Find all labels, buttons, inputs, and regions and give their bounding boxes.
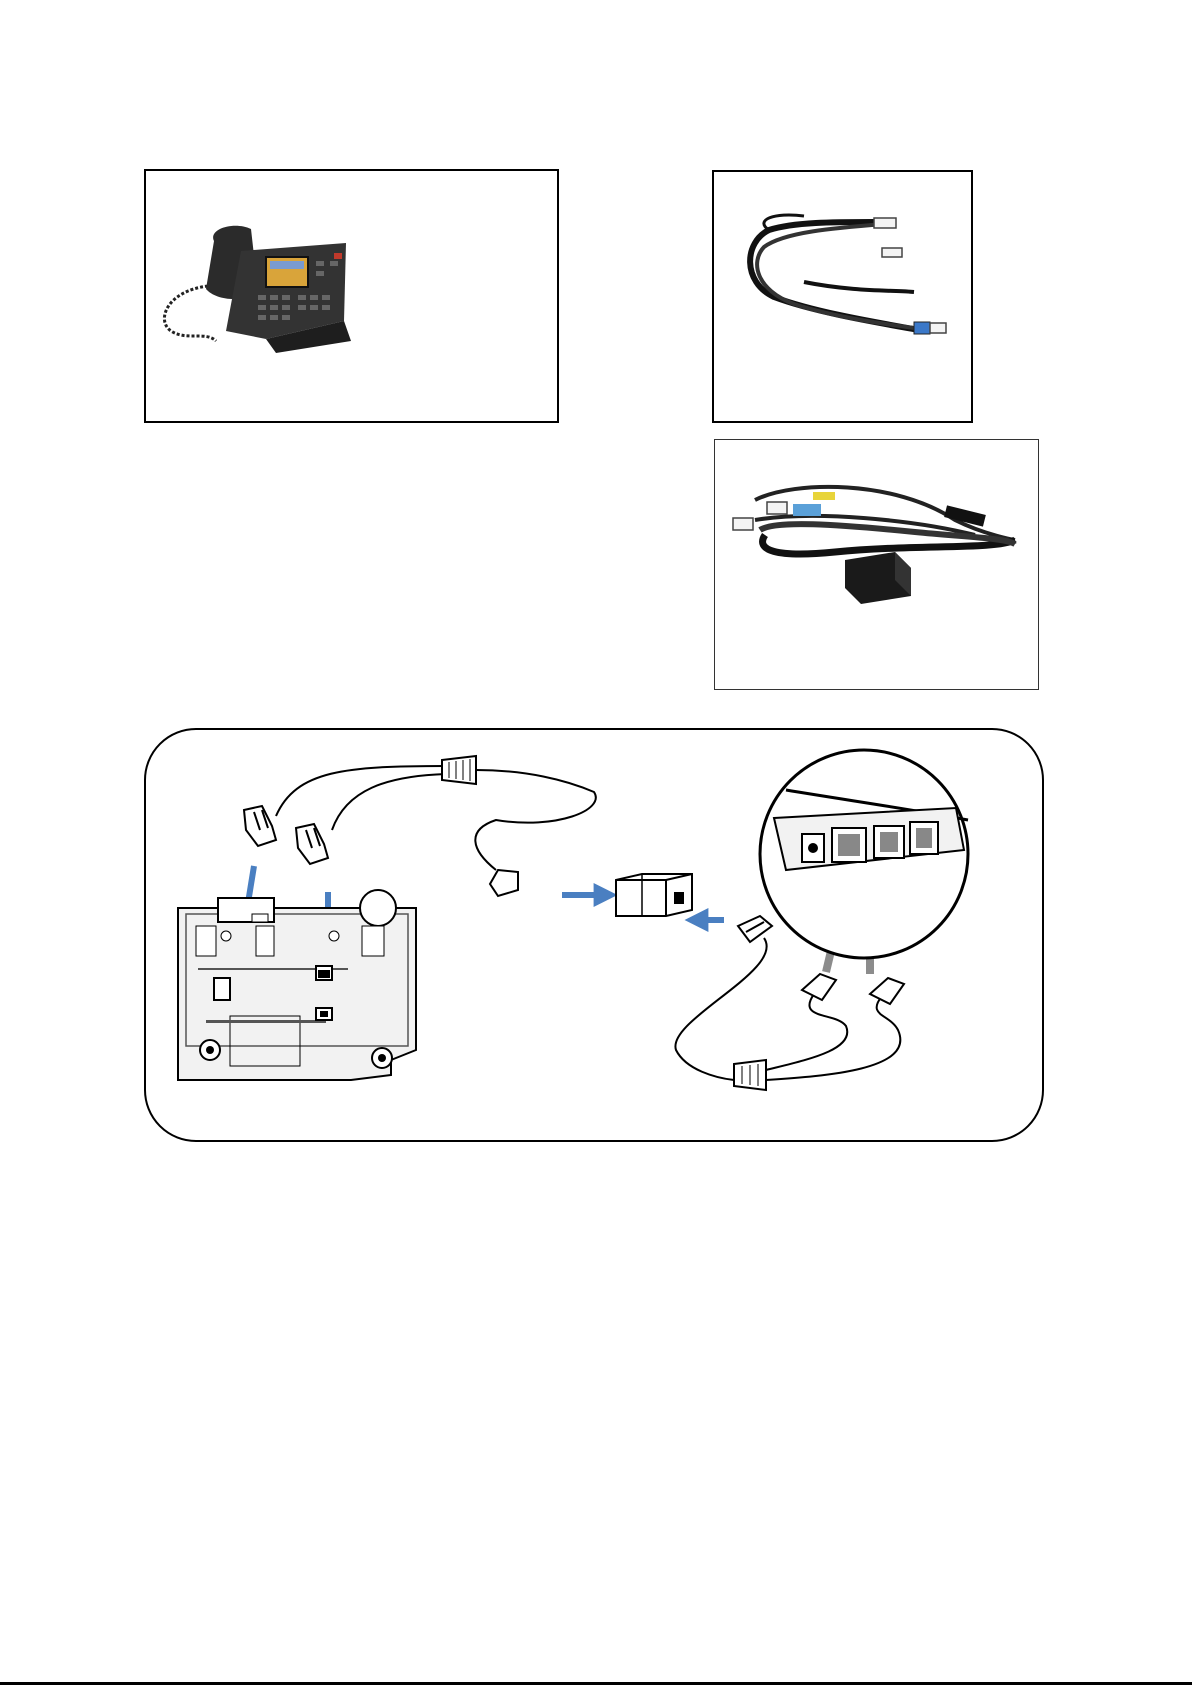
cable-photo-panel: [712, 170, 973, 423]
rj-plug-icon: [738, 916, 772, 942]
splitter-cable-icon: [715, 440, 1040, 691]
rj-cable-icon: [714, 172, 975, 425]
rj-plug-icon: [490, 870, 518, 896]
phone-photo-panel: [144, 169, 559, 423]
cable-clip-icon: [442, 756, 476, 784]
connection-diagram-panel: [144, 728, 1044, 1142]
desk-phone-icon: [146, 171, 561, 425]
rj-plug-icon: [244, 806, 328, 864]
connection-diagram: [146, 730, 1046, 1144]
cable-clip-icon: [734, 1060, 766, 1090]
coupler-icon: [616, 874, 692, 916]
base-station-icon: [760, 750, 968, 958]
adapter-photo-panel: [714, 439, 1039, 690]
phone-base-icon: [178, 890, 416, 1080]
rj-plug-icon: [802, 974, 904, 1004]
